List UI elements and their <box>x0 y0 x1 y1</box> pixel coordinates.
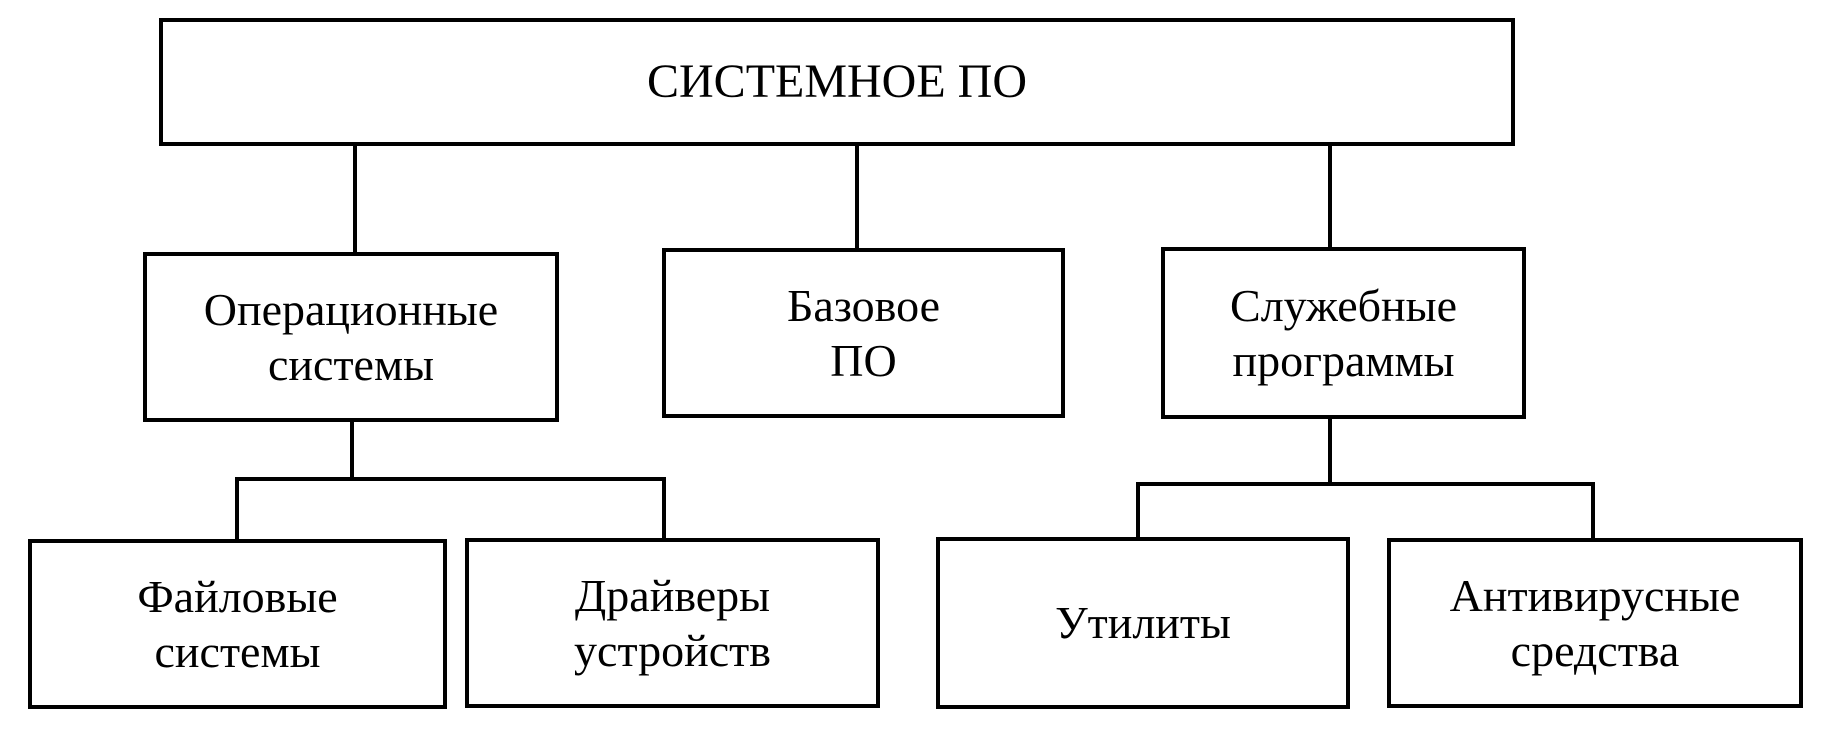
box-device-drivers: Драйверы устройств <box>465 538 880 708</box>
fs-label-line1: Файловые <box>137 570 338 622</box>
box-base-software: Базовое ПО <box>662 248 1065 418</box>
box-utilities: Утилиты <box>936 537 1350 709</box>
service-label-line2: программы <box>1232 335 1455 386</box>
drivers-label-line2: устройств <box>574 625 771 676</box>
fs-label-line2: системы <box>154 626 321 677</box>
root-label: СИСТЕМНОЕ ПО <box>647 55 1027 109</box>
utilities-label: Утилиты <box>1055 597 1231 649</box>
antivirus-label-line2: средства <box>1510 625 1680 676</box>
box-operating-systems: Операционные системы <box>143 252 559 422</box>
drivers-label-line1: Драйверы <box>574 569 771 621</box>
service-label-line1: Служебные <box>1230 279 1457 331</box>
base-label-line2: ПО <box>830 335 897 386</box>
os-label-line2: системы <box>268 339 434 390</box>
box-antivirus-tools: Антивирусные средства <box>1387 538 1803 708</box>
os-label-line1: Операционные <box>203 283 499 335</box>
box-service-programs: Служебные программы <box>1161 247 1526 419</box>
base-label-line1: Базовое <box>786 279 941 331</box>
box-file-systems: Файловые системы <box>28 539 447 709</box>
root-box-system-software: СИСТЕМНОЕ ПО <box>159 18 1515 146</box>
antivirus-label-line1: Антивирусные <box>1449 569 1741 621</box>
